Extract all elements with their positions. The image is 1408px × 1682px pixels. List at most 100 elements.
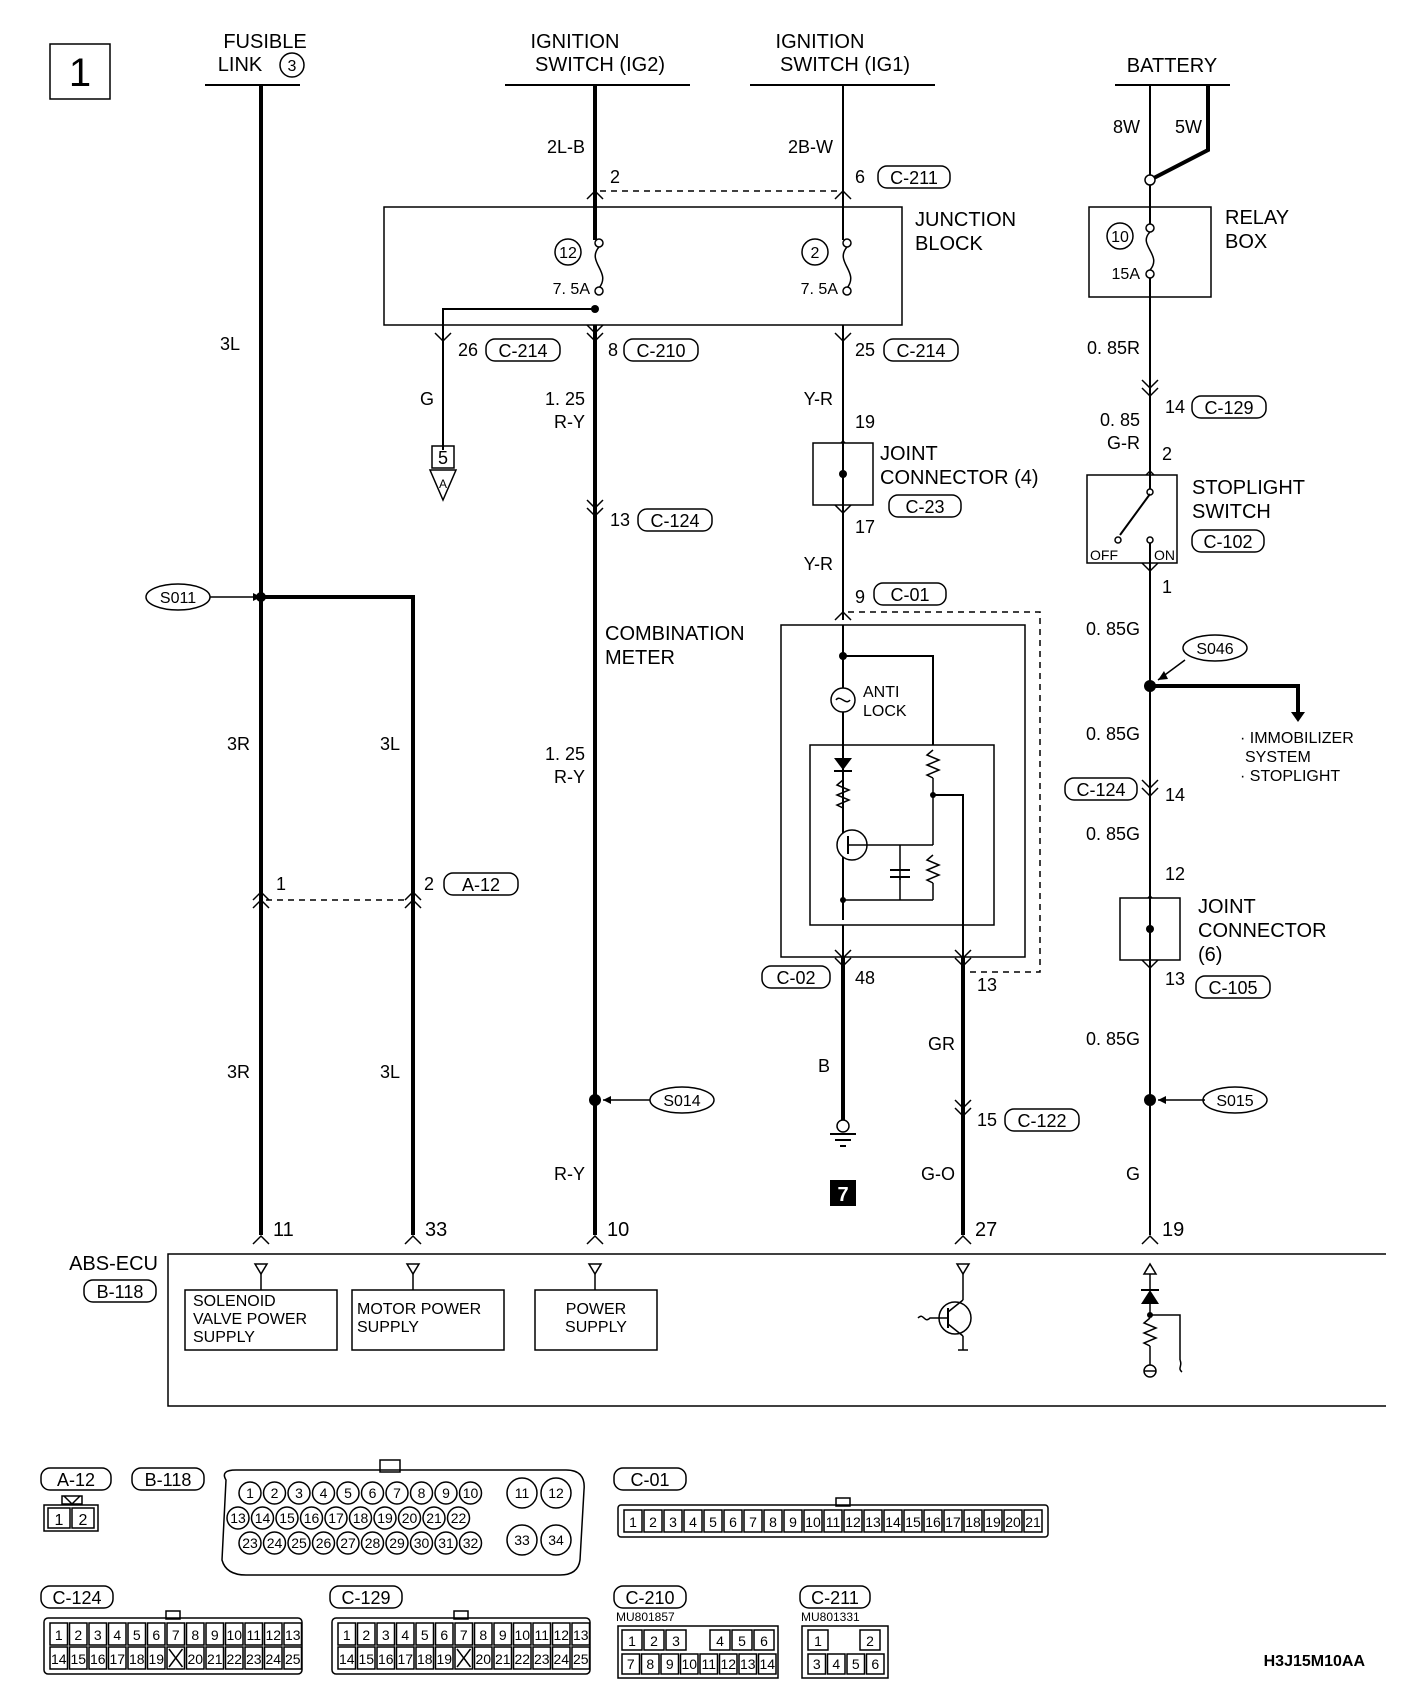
view-b118-pin: 16 [304,1510,320,1526]
view-b118-pin-circle [287,1531,311,1555]
view-c211-part: MU801331 [801,1610,860,1624]
ecu-transistor-e [947,1323,964,1337]
view-b118-pin: 7 [393,1485,401,1501]
ecu-19-branch [1150,1314,1181,1360]
view-c124-cell [283,1646,303,1670]
pin-11: 11 [273,1219,294,1241]
view-b118-pin-circle [385,1531,409,1555]
ig2-label-1: IGNITION [531,31,620,53]
ecu-transistor-c [947,1299,964,1313]
c210-chevron-icon [586,332,604,343]
view-b118-pin-circle [238,1531,262,1555]
view-c129-pin: 2 [362,1627,370,1643]
pin-19: 19 [855,412,875,432]
wire-label-g2: G [1126,1164,1140,1184]
view-b118-pin: 12 [548,1485,564,1501]
pin-2b: 2 [424,874,434,894]
ig1-label-1: IGNITION [776,31,865,53]
view-b118-pin-circle [324,1506,348,1530]
view-c210-cell [731,1629,753,1651]
ecu-pin10-chevron-icon [586,1234,604,1245]
view-c01-pin: 6 [729,1514,737,1530]
fuse2-element-icon [842,246,852,289]
view-c210-cell [665,1629,687,1651]
connector-c02: C-02 [776,968,815,988]
view-c124-cell [166,1622,186,1646]
view-c211: C-211 [811,1588,859,1608]
splice-s015: S015 [1216,1093,1253,1110]
view-c210-pin: 8 [646,1656,654,1672]
fuse12-bottom-terminal [594,286,604,296]
s014-node [589,1094,601,1106]
anti-lock-label-1: ANTI [863,684,899,701]
view-b118-pin: 19 [377,1510,393,1526]
view-c210-pin: 6 [760,1633,768,1649]
view-c210-pin: 4 [716,1633,724,1649]
view-c210-pin: 5 [738,1633,746,1649]
stoplight-off-contact [1114,536,1122,544]
view-c129-pin: 20 [475,1651,491,1667]
c129-chevron-icon [1141,379,1159,398]
view-c01-pin: 14 [885,1514,901,1530]
view-c124-cell [146,1622,166,1646]
view-b118-pin-circle [506,1477,538,1509]
view-c124-pin: 10 [226,1627,242,1643]
view-c129-cell [356,1622,376,1646]
c124a-chevron-icon [586,499,604,518]
joint6-bottom-chevron-icon [1141,959,1159,970]
view-c129-pin: 4 [401,1627,409,1643]
connector-c124a-tag [637,508,713,532]
view-c124-cell [283,1622,303,1646]
view-c211-tag [799,1585,871,1609]
view-c124-pin: 14 [51,1651,67,1667]
view-c129-cell [434,1622,454,1646]
wire-label-3r-b: 3R [227,1062,250,1082]
combination-meter-label-2: METER [605,647,675,669]
view-c129-cell [376,1646,396,1670]
view-c01-cell [703,1509,723,1533]
joint6-label-1: JOINT [1198,896,1256,918]
view-c129-cell [493,1646,513,1670]
view-b118-pin-circle [458,1481,483,1505]
immobilizer-label-3: · STOPLIGHT [1240,768,1340,785]
view-b118-pin: 27 [340,1535,356,1551]
view-b118-pin-circle [311,1531,336,1555]
view-c129-pin: 3 [382,1627,390,1643]
view-c124-pin: 17 [109,1651,125,1667]
view-b118-pin-circle [360,1531,385,1555]
view-c01-pin: 2 [649,1514,657,1530]
view-b118-pin: 34 [548,1532,564,1548]
view-c124-cell [244,1646,264,1670]
pin-1b: 1 [1162,577,1172,597]
ecu-19-branch-tail [1179,1359,1183,1373]
view-c129-cell [415,1646,435,1670]
view-b118-pin: 10 [463,1485,479,1501]
connector-c23: C-23 [905,497,944,517]
view-b118-pin-circle [409,1531,434,1555]
view-b118-pin-circle [373,1506,397,1530]
view-c210-pin: 9 [666,1656,674,1672]
view-c129-pin: 14 [339,1651,355,1667]
view-c01-cell [683,1509,703,1533]
view-c129-pin: 7 [460,1627,468,1643]
wire-label-085g-d: 0. 85G [1086,1029,1140,1049]
fuse2-bottom-terminal [842,286,852,296]
view-c129-pin: 23 [534,1651,550,1667]
view-c210-cell [660,1653,680,1675]
view-c124-cell [88,1622,108,1646]
pin-2c: 2 [1162,444,1172,464]
view-c01-cell [743,1509,763,1533]
joint6-label-3: (6) [1198,944,1222,966]
view-c124-cell [49,1622,69,1646]
ecu-pin19-chevron-icon [1141,1234,1159,1245]
view-b118-pin: 30 [414,1535,430,1551]
ref-5-triangle-icon [428,469,458,502]
view-c01-pin: 12 [845,1514,861,1530]
splice-s011: S011 [160,590,196,607]
view-b118-pin: 29 [389,1535,405,1551]
view-c124-cell [49,1646,69,1670]
view-c210-pin: 7 [627,1656,635,1672]
fusible-link-number: 3 [288,58,297,75]
fuse10-number: 10 [1111,229,1129,246]
